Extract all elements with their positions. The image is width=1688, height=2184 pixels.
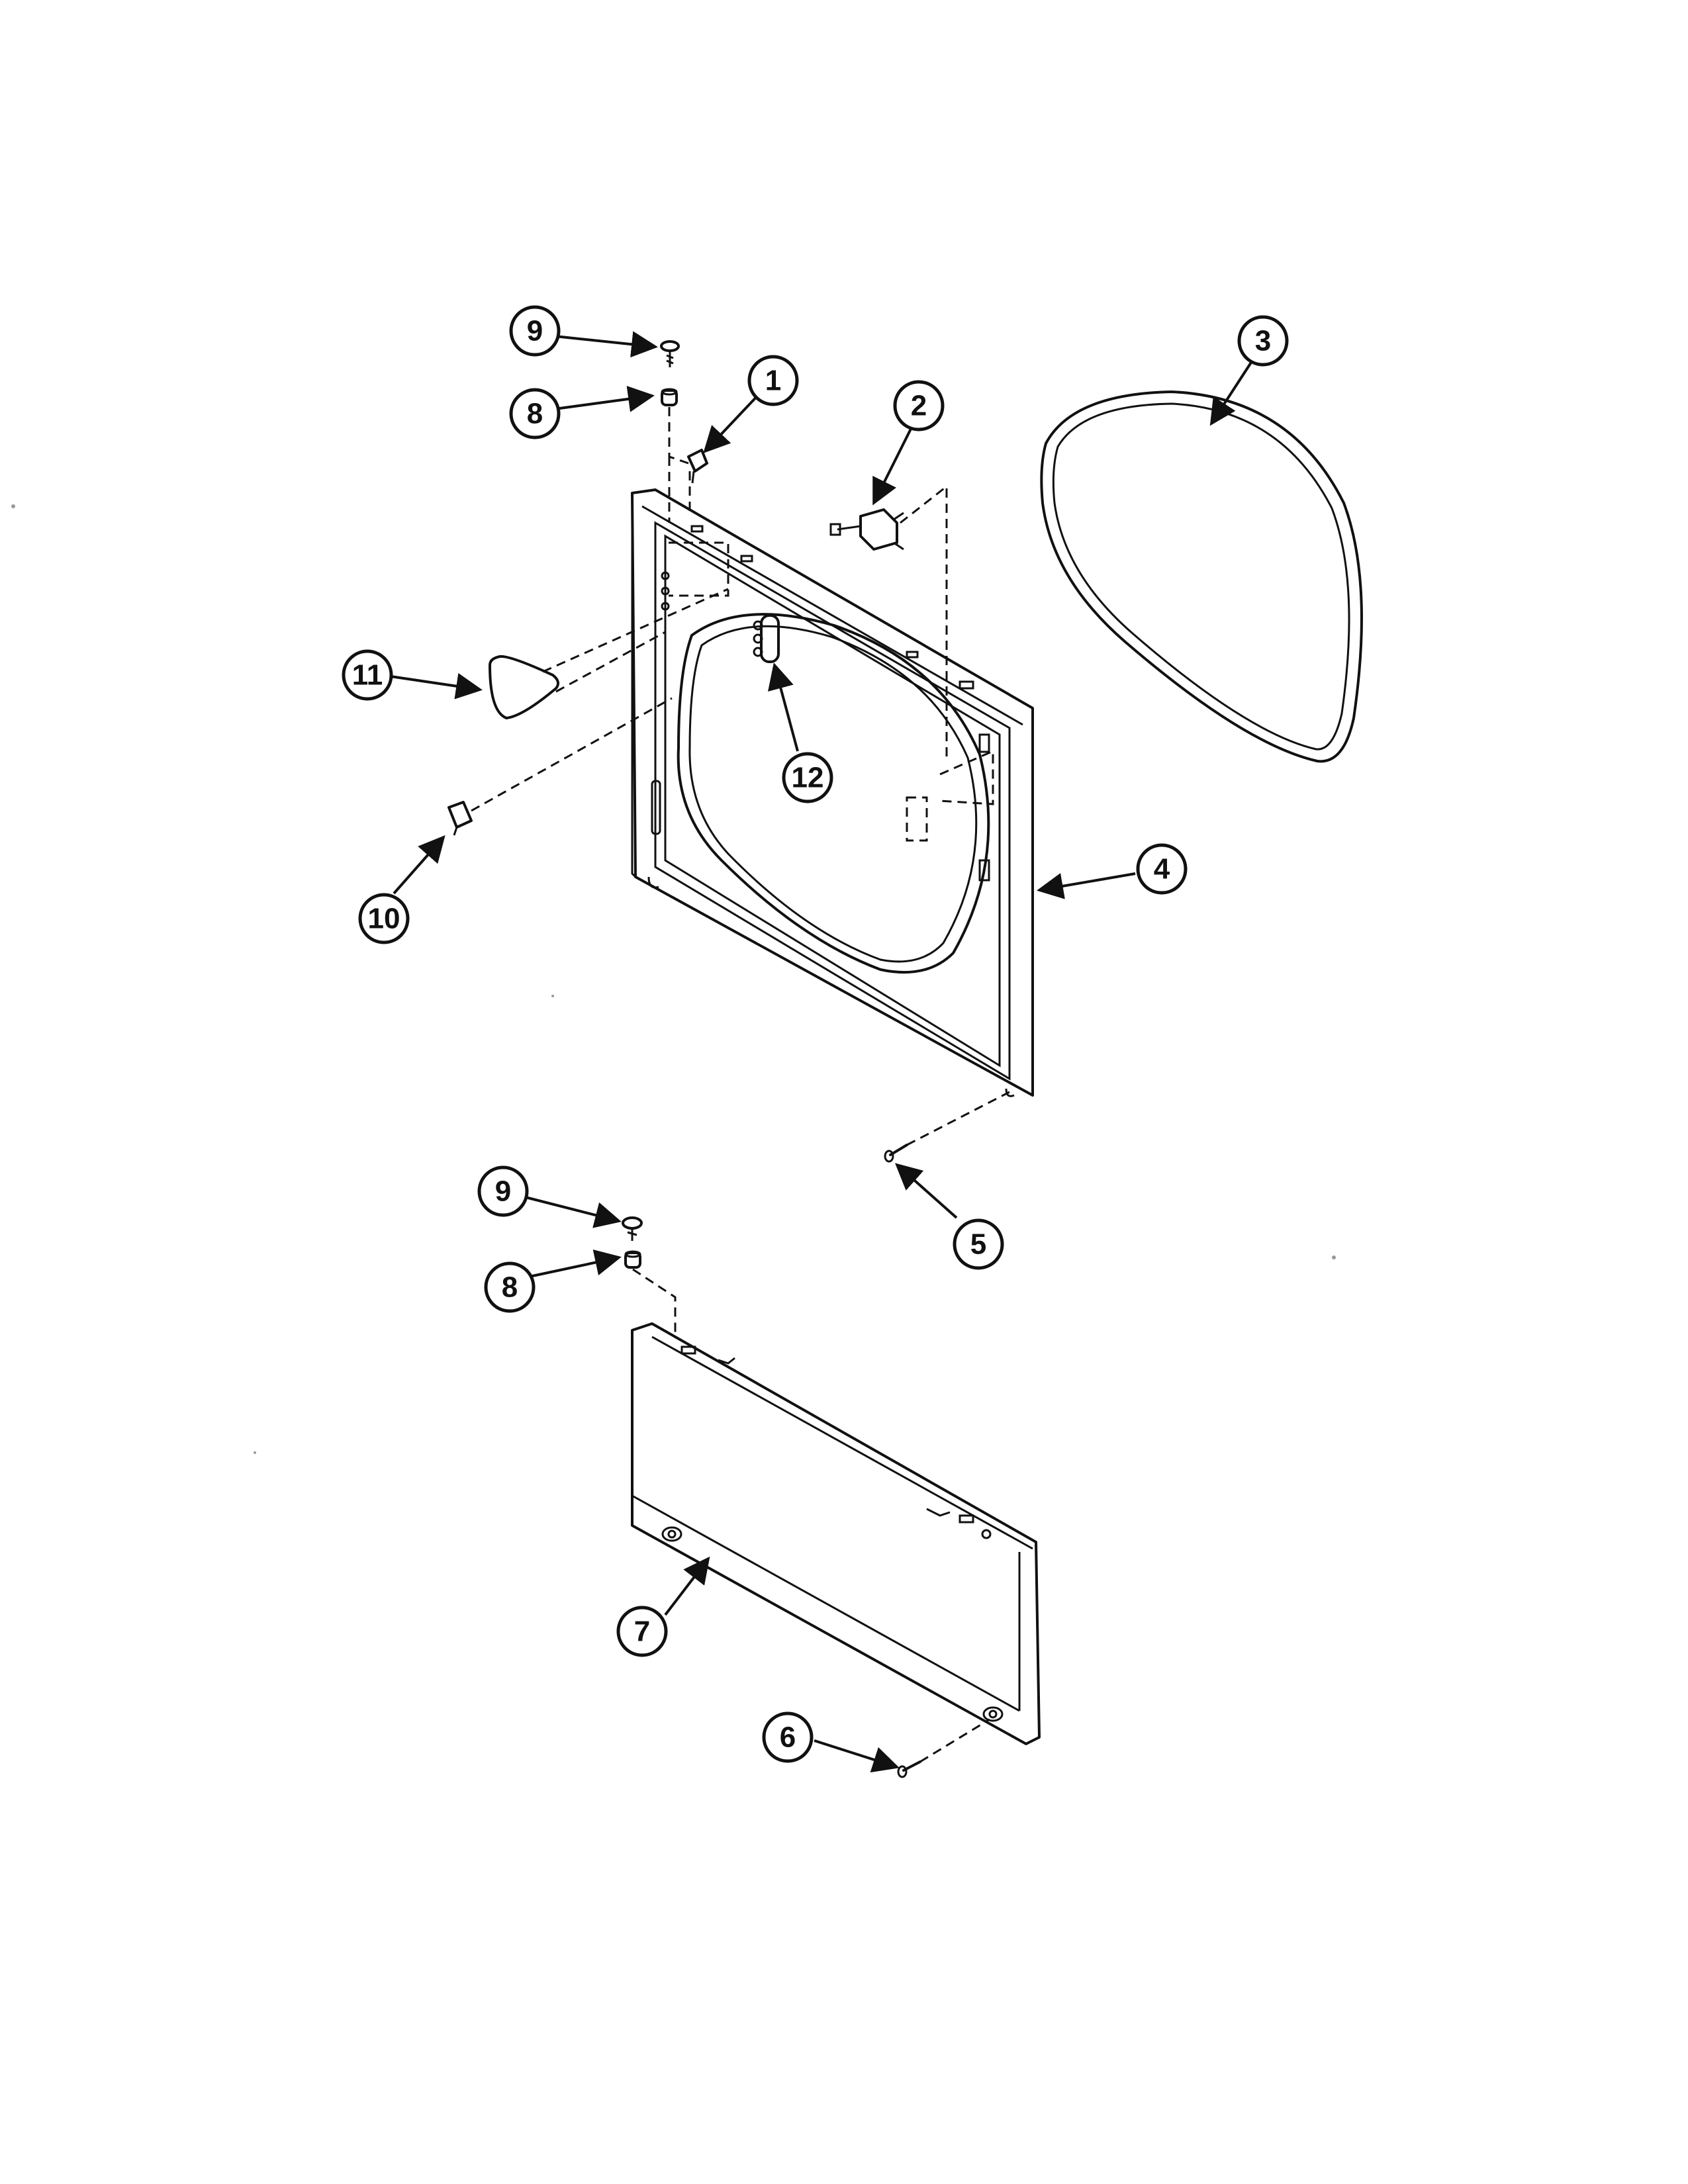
callout-c8a: 8 — [509, 388, 561, 439]
door-clip — [447, 697, 673, 836]
door-switch — [829, 484, 948, 761]
callout-circle — [358, 893, 410, 944]
hidden-outlines — [669, 541, 994, 842]
upper-spacer — [661, 388, 689, 523]
callout-c6: 6 — [762, 1711, 814, 1763]
triangle-badge — [489, 588, 729, 719]
callout-number: 9 — [527, 315, 543, 347]
door-gasket — [1040, 390, 1363, 763]
latch-strike-part — [753, 614, 780, 663]
lower-screw — [622, 1216, 643, 1241]
callout-c8b: 8 — [484, 1261, 536, 1313]
callout-circle — [1237, 315, 1289, 367]
door-opening — [677, 613, 990, 974]
callout-number: 11 — [352, 659, 383, 692]
callout-c7: 7 — [616, 1606, 668, 1657]
callout-number: 2 — [911, 390, 927, 422]
callout-circle — [509, 388, 561, 439]
callout-c2: 2 — [893, 380, 945, 432]
callout-circle — [484, 1261, 536, 1313]
panel-screw — [884, 1091, 1010, 1163]
callout-number: 8 — [502, 1271, 518, 1304]
callout-circle — [762, 1711, 814, 1763]
callout-c11: 11 — [342, 649, 393, 701]
upper-screw — [660, 340, 680, 367]
callout-c12: 12 — [782, 752, 833, 803]
callout-c9a: 9 — [509, 305, 561, 357]
callout-number: 3 — [1255, 325, 1271, 357]
scan-specks — [11, 504, 1336, 1454]
callout-circle — [1136, 843, 1188, 895]
hinge-clip — [687, 449, 708, 516]
callout-number: 12 — [792, 762, 824, 794]
callout-number: 4 — [1154, 853, 1170, 886]
callout-number: 1 — [765, 365, 781, 397]
callout-c4: 4 — [1136, 843, 1188, 895]
lower-spacer — [624, 1250, 677, 1337]
callout-circle — [893, 380, 945, 432]
callout-number: 10 — [368, 903, 400, 935]
callout-circle — [477, 1165, 529, 1217]
toe-panel-screw — [897, 1718, 990, 1778]
callout-c3: 3 — [1237, 315, 1289, 367]
callout-c9b: 9 — [477, 1165, 529, 1217]
callout-number: 5 — [970, 1228, 986, 1261]
callout-circle — [782, 752, 833, 803]
callout-c1: 1 — [747, 355, 799, 406]
callout-number: 9 — [495, 1175, 511, 1208]
callout-c5: 5 — [953, 1218, 1004, 1270]
callout-circle — [616, 1606, 668, 1657]
callout-circle — [509, 305, 561, 357]
leader-lines — [390, 331, 1256, 1773]
callout-c10: 10 — [358, 893, 410, 944]
toe-panel — [631, 1322, 1041, 1745]
callout-number: 6 — [780, 1721, 796, 1754]
callout-number: 8 — [527, 398, 543, 430]
front-panel — [631, 488, 1034, 1097]
callout-circle — [747, 355, 799, 406]
callout-number: 7 — [634, 1615, 650, 1648]
callout-circle — [953, 1218, 1004, 1270]
callout-circle — [342, 649, 393, 701]
